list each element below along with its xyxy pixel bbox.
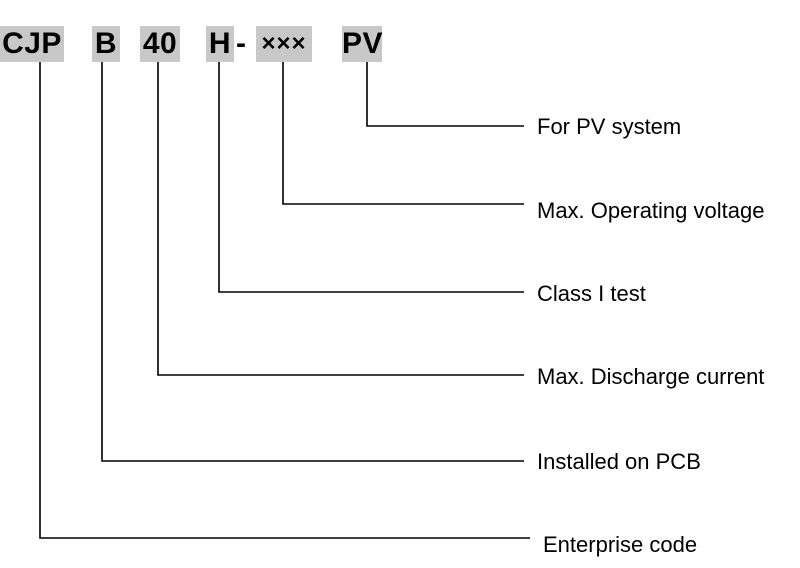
- code-segment-enterprise: CJP: [0, 26, 64, 62]
- label-pv-system: For PV system: [537, 114, 682, 139]
- connector-current: [157, 62, 524, 376]
- code-segment-voltage: ×××: [256, 26, 312, 62]
- label-operating-voltage: Max. Operating voltage: [537, 198, 765, 223]
- code-segment-pv: PV: [342, 26, 384, 62]
- connector-pcb: [101, 62, 524, 462]
- label-enterprise-code: Enterprise code: [543, 532, 698, 557]
- connector-voltage: [282, 62, 524, 205]
- code-segment-current: 40: [140, 26, 180, 62]
- connector-class: [218, 62, 524, 293]
- connector-pv: [366, 62, 524, 127]
- label-class-test: Class I test: [537, 281, 646, 306]
- code-segment-class: H: [206, 26, 234, 62]
- connector-enterprise: [39, 62, 530, 539]
- code-separator: -: [236, 27, 246, 60]
- label-discharge-current: Max. Discharge current: [537, 364, 765, 389]
- code-segment-pcb: B: [92, 26, 120, 62]
- label-installed-pcb: Installed on PCB: [537, 449, 701, 474]
